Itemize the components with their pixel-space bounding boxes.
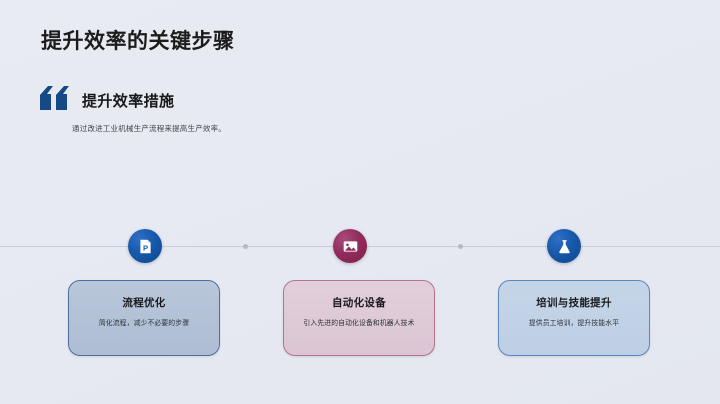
card-title: 培训与技能提升	[536, 297, 612, 309]
card-description: 引入先进的自动化设备和机器人技术	[303, 320, 415, 327]
document-file-icon: P	[137, 238, 154, 255]
quote-heading: 提升效率措施	[82, 92, 175, 110]
page-title: 提升效率的关键步骤	[41, 30, 235, 53]
quote-heading-row: 提升效率措施	[38, 86, 468, 112]
quote-mark-icon	[38, 86, 72, 112]
timeline-node-3[interactable]	[547, 229, 581, 263]
svg-text:P: P	[142, 243, 147, 252]
card-description: 简化流程，减少不必要的步骤	[98, 320, 190, 327]
card-title: 流程优化	[122, 297, 166, 309]
flask-lab-icon	[556, 238, 573, 255]
timeline-marker-dot	[243, 244, 248, 249]
card-title: 自动化设备	[332, 297, 386, 309]
timeline-node-1[interactable]: P	[128, 229, 162, 263]
image-picture-icon	[342, 238, 359, 255]
timeline-node-2[interactable]	[333, 229, 367, 263]
quote-description: 通过改进工业机械生产流程来提高生产效率。	[72, 124, 226, 133]
step-card-2[interactable]: 自动化设备 引入先进的自动化设备和机器人技术	[283, 280, 435, 356]
timeline-marker-dot	[458, 244, 463, 249]
step-card-1[interactable]: 流程优化 简化流程，减少不必要的步骤	[68, 280, 220, 356]
card-description: 提供员工培训，提升技能水平	[528, 320, 620, 327]
step-card-3[interactable]: 培训与技能提升 提供员工培训，提升技能水平	[498, 280, 650, 356]
quote-block: 提升效率措施 通过改进工业机械生产流程来提高生产效率。	[38, 86, 468, 134]
